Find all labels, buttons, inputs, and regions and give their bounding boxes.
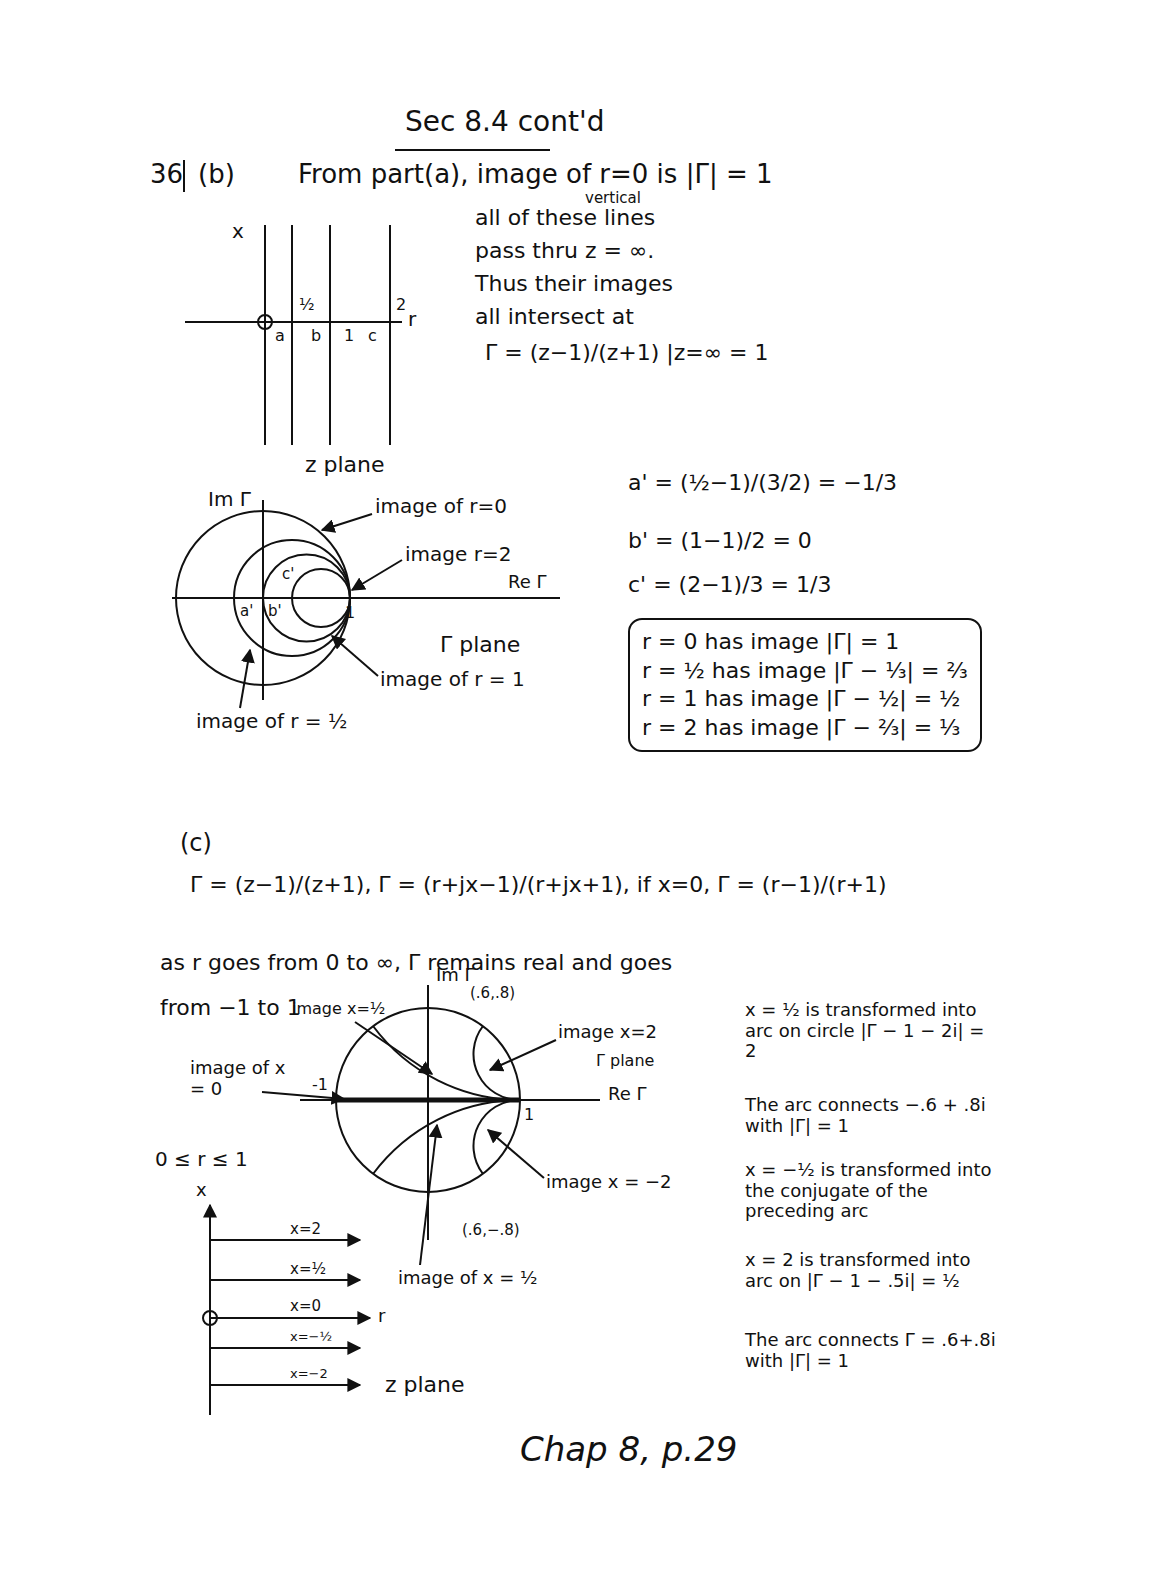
handwritten-label: z plane: [305, 452, 385, 477]
handwritten-label: all intersect at: [475, 304, 634, 329]
handwritten-label: x=½: [290, 1261, 326, 1278]
handwritten-label: x=0: [290, 1298, 321, 1315]
handwritten-label: image of r = 1: [380, 668, 525, 691]
handwritten-label: c': [282, 566, 294, 583]
handwritten-label: Im Γ: [208, 488, 251, 511]
handwritten-label: The arc connects Γ = .6+.8i with |Γ| = 1: [745, 1330, 1005, 1371]
page-title: Sec 8.4 cont'd: [405, 105, 604, 138]
handwritten-label: b': [268, 603, 282, 620]
handwritten-label: 1: [345, 604, 355, 622]
handwritten-label: image r=2: [405, 543, 511, 566]
handwritten-label: image of x = ½: [398, 1268, 537, 1289]
handwritten-label: image x=½: [292, 1000, 385, 1018]
handwritten-label: Re Γ: [608, 1084, 647, 1105]
handwritten-label: (c): [180, 830, 212, 858]
handwritten-label: Thus their images: [475, 271, 673, 296]
handwritten-label: a' = (½−1)/(3/2) = −1/3: [628, 470, 897, 495]
handwritten-label: r: [408, 308, 416, 331]
handwritten-label: 1: [524, 1106, 534, 1124]
handwritten-label: image x=2: [558, 1022, 657, 1043]
handwritten-label: pass thru z = ∞.: [475, 238, 654, 263]
handwritten-label: The arc connects −.6 + .8i with |Γ| = 1: [745, 1095, 995, 1136]
handwritten-label: 36: [150, 160, 183, 190]
handwritten-label: ½: [299, 296, 315, 314]
handwritten-label: 2: [396, 296, 406, 314]
handwritten-label: x = −½ is transformed into the conjugate…: [745, 1160, 995, 1222]
handwritten-label: b: [311, 327, 321, 345]
handwritten-label: Γ plane: [440, 632, 520, 657]
handwritten-label: (b): [198, 160, 235, 190]
handwritten-label: x: [232, 220, 244, 243]
result-line: r = 2 has image |Γ − ⅔| = ⅓: [642, 714, 968, 743]
handwritten-label: b' = (1−1)/2 = 0: [628, 528, 812, 553]
handwritten-label: c' = (2−1)/3 = 1/3: [628, 572, 831, 597]
handwritten-label: as r goes from 0 to ∞, Γ remains real an…: [160, 950, 672, 975]
handwritten-label: r: [378, 1306, 385, 1327]
result-line: r = 1 has image |Γ − ½| = ½: [642, 685, 968, 714]
handwritten-label: 1: [344, 327, 354, 345]
handwritten-label: Γ = (z−1)/(z+1) |z=∞ = 1: [485, 340, 769, 365]
handwritten-label: x = 2 is transformed into arc on |Γ − 1 …: [745, 1250, 1000, 1291]
handwritten-label: c: [368, 327, 377, 345]
handwritten-label: Chap 8, p.29: [520, 1430, 737, 1469]
handwritten-label: x=2: [290, 1221, 321, 1238]
handwritten-label: x=−½: [290, 1330, 332, 1345]
handwritten-label: From part(a), image of r=0 is |Γ| = 1: [298, 160, 773, 190]
handwritten-label: a': [240, 603, 253, 620]
handwritten-label: vertical: [585, 190, 641, 207]
handwritten-label: x=−2: [290, 1367, 328, 1382]
handwritten-label: 0 ≤ r ≤ 1: [155, 1148, 248, 1171]
handwritten-label: image x = −2: [546, 1172, 672, 1193]
handwritten-label: x = ½ is transformed into arc on circle …: [745, 1000, 995, 1062]
handwritten-label: (.6,−.8): [462, 1222, 520, 1239]
result-line: r = ½ has image |Γ − ⅓| = ⅔: [642, 657, 968, 686]
handwritten-label: Im Γ: [436, 965, 475, 986]
result-line: r = 0 has image |Γ| = 1: [642, 628, 968, 657]
handwritten-label: Γ plane: [596, 1052, 654, 1070]
handwritten-label: Γ = (z−1)/(z+1), Γ = (r+jx−1)/(r+jx+1), …: [190, 872, 887, 897]
handwritten-label: image of r=0: [375, 495, 507, 518]
handwritten-label: x: [196, 1180, 207, 1201]
handwritten-label: image of x = 0: [190, 1058, 295, 1099]
handwritten-label: -1: [312, 1076, 328, 1094]
handwritten-label: (.6,.8): [470, 985, 515, 1002]
handwritten-label: Re Γ: [508, 572, 547, 593]
handwritten-label: a: [275, 327, 285, 345]
result-box: r = 0 has image |Γ| = 1r = ½ has image |…: [628, 618, 982, 752]
handwritten-label: image of r = ½: [196, 710, 347, 733]
handwritten-label: z plane: [385, 1372, 465, 1397]
handwritten-label: from −1 to 1: [160, 995, 301, 1020]
handwritten-label: all of these lines: [475, 205, 655, 230]
